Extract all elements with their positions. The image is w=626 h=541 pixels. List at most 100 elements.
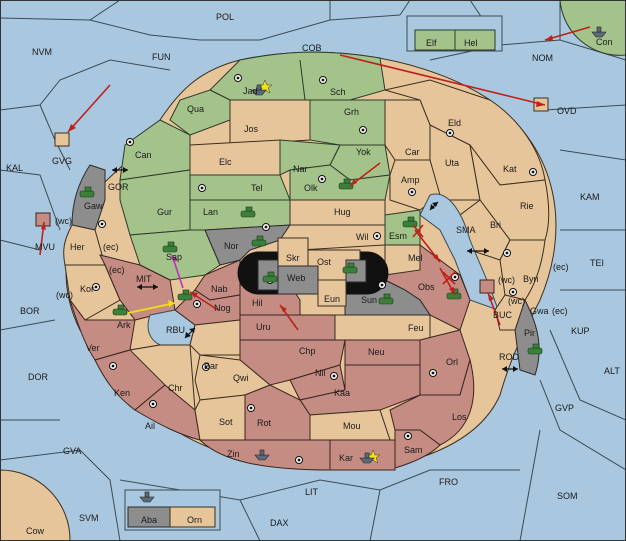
svg-text:Sap: Sap	[166, 252, 182, 262]
svg-text:(ec): (ec)	[103, 242, 119, 252]
svg-text:Esm: Esm	[389, 231, 407, 241]
svg-text:DAX: DAX	[270, 518, 289, 528]
double-arrows	[112, 167, 518, 372]
svg-text:Pir: Pir	[524, 328, 535, 338]
svg-text:NOM: NOM	[532, 53, 553, 63]
tank-icon	[338, 178, 354, 190]
svg-text:Olk: Olk	[304, 183, 318, 193]
region-hel[interactable]	[454, 29, 496, 51]
fleet-icon	[251, 84, 267, 96]
svg-text:Orn: Orn	[187, 515, 202, 525]
region-gaw[interactable]	[71, 164, 106, 231]
svg-text:KAL: KAL	[6, 163, 23, 173]
svg-text:Mou: Mou	[343, 421, 361, 431]
tank-icon	[262, 271, 278, 283]
region-gur[interactable]	[119, 169, 191, 236]
svg-text:Nog: Nog	[214, 303, 231, 313]
svg-text:Eun: Eun	[324, 294, 340, 304]
region-jos[interactable]	[229, 99, 311, 146]
svg-text:Cow: Cow	[26, 526, 45, 536]
region-amp[interactable]	[389, 159, 441, 211]
svg-text:BOR: BOR	[20, 306, 40, 316]
region-orn[interactable]	[169, 506, 216, 528]
svg-text:Wil: Wil	[356, 232, 369, 242]
fleet-icon	[359, 452, 375, 464]
svg-text:(wc): (wc)	[56, 290, 73, 300]
svg-text:FUN: FUN	[152, 52, 171, 62]
svg-text:DOR: DOR	[28, 372, 49, 382]
region-uta[interactable]	[429, 124, 481, 201]
svg-text:Los: Los	[452, 412, 467, 422]
svg-text:Zin: Zin	[227, 449, 240, 459]
support-arrow	[127, 302, 176, 314]
svg-text:(ec): (ec)	[552, 306, 568, 316]
svg-text:GVG: GVG	[52, 156, 72, 166]
svg-text:Tel: Tel	[251, 183, 263, 193]
svg-text:POL: POL	[216, 12, 234, 22]
tank-icon	[251, 235, 267, 247]
svg-text:Mel: Mel	[408, 253, 423, 263]
svg-text:Neu: Neu	[368, 347, 385, 357]
svg-text:Amp: Amp	[401, 175, 420, 185]
svg-text:NVM: NVM	[32, 47, 52, 57]
region-eun-inner[interactable]	[317, 279, 347, 307]
svg-text:Ver: Ver	[86, 343, 100, 353]
svg-text:Web: Web	[287, 273, 305, 283]
svg-text:Uta: Uta	[445, 158, 459, 168]
svg-text:(wc): (wc)	[498, 275, 515, 285]
svg-text:Skr: Skr	[286, 253, 300, 263]
svg-text:Rie: Rie	[520, 201, 534, 211]
svg-text:FRO: FRO	[439, 477, 458, 487]
svg-text:Qwi: Qwi	[233, 373, 249, 383]
svg-text:Rot: Rot	[257, 418, 272, 428]
region-sma[interactable]	[419, 193, 499, 311]
svg-text:Ost: Ost	[317, 257, 332, 267]
svg-text:COB: COB	[302, 43, 322, 53]
region-elc[interactable]	[189, 139, 281, 176]
svg-text:Sun: Sun	[361, 295, 377, 305]
region-con[interactable]	[559, 0, 626, 56]
region-kar[interactable]	[329, 439, 396, 471]
region-uru[interactable]	[239, 314, 336, 341]
tank-icon	[527, 343, 543, 355]
bounce-x-icon	[412, 224, 456, 285]
tank-icon	[162, 241, 178, 253]
region-kor[interactable]	[64, 264, 121, 321]
svg-text:Aba: Aba	[141, 515, 157, 525]
svg-text:BUC: BUC	[493, 310, 513, 320]
svg-text:Ken: Ken	[114, 388, 130, 398]
svg-text:(ec): (ec)	[109, 265, 125, 275]
svg-text:Ark: Ark	[117, 320, 131, 330]
tank-icon	[177, 289, 193, 301]
svg-text:Jad: Jad	[243, 86, 258, 96]
tank-icon	[378, 293, 394, 305]
svg-text:Uru: Uru	[256, 322, 271, 332]
svg-text:Elc: Elc	[219, 157, 232, 167]
svg-text:(wc): (wc)	[508, 296, 525, 306]
region-cow[interactable]	[0, 469, 71, 541]
svg-text:Con: Con	[596, 37, 613, 47]
svg-text:Gaw: Gaw	[84, 201, 103, 211]
svg-text:Qua: Qua	[187, 104, 204, 114]
svg-text:Her: Her	[70, 242, 85, 252]
unit-box-gvg	[54, 132, 70, 147]
svg-text:Chr: Chr	[168, 383, 183, 393]
svg-text:Ail: Ail	[145, 421, 155, 431]
region-bar[interactable]	[189, 319, 241, 356]
region-labels: POL NVM FUN COB Elf Hel NOM Con OVD KAL …	[6, 12, 620, 536]
svg-text:Obs: Obs	[418, 282, 435, 292]
tank-icon	[342, 262, 358, 274]
svg-text:Nab: Nab	[211, 284, 228, 294]
supply-center-icons	[92, 74, 537, 464]
svg-text:ROD: ROD	[499, 352, 520, 362]
svg-text:SVM: SVM	[79, 513, 99, 523]
svg-text:Kar: Kar	[339, 453, 353, 463]
svg-text:KAM: KAM	[580, 192, 600, 202]
region-ver[interactable]	[69, 299, 136, 361]
region-gwa[interactable]	[494, 294, 526, 331]
svg-text:Sot: Sot	[219, 417, 233, 427]
svg-text:TEI: TEI	[590, 258, 604, 268]
